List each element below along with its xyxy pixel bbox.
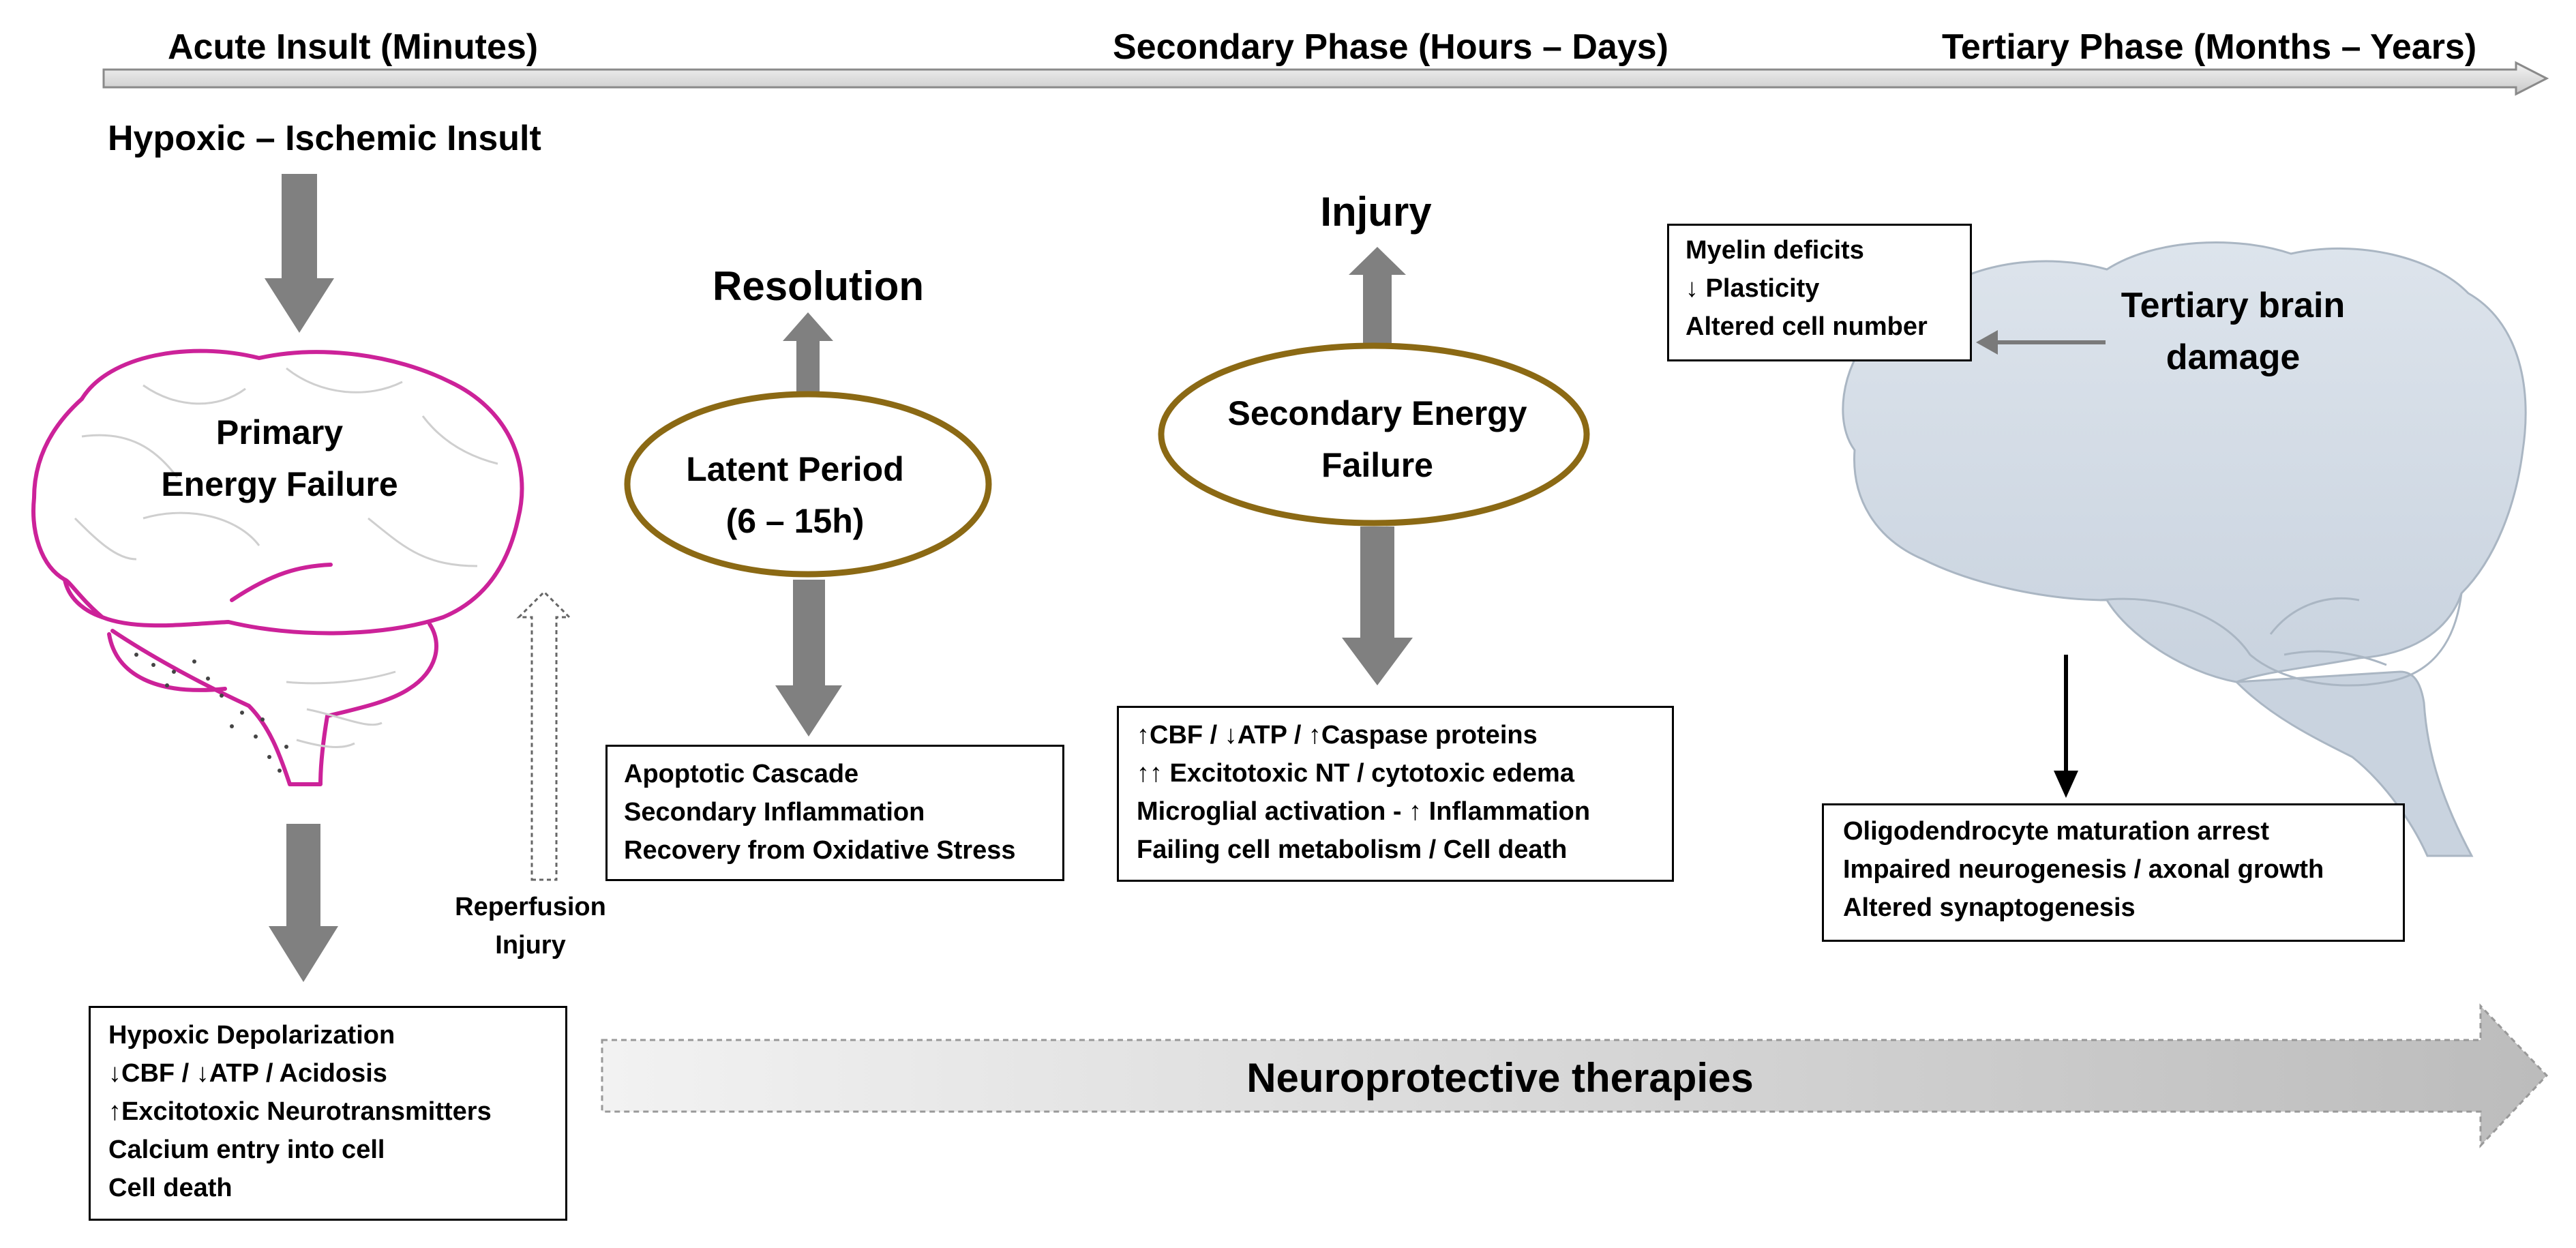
therapies-arrow (601, 1003, 2549, 1148)
primary-failure-line2: Energy Failure (161, 465, 398, 503)
myelin-effects-box: Myelin deficits ↓ Plasticity Altered cel… (1667, 224, 1972, 361)
latent-period-label: Latent Period (6 – 15h) (686, 443, 903, 547)
tertiary-effect-item: Impaired neurogenesis / axonal growth (1843, 855, 2324, 884)
timeline-secondary-label: Secondary Phase (Hours – Days) (1113, 27, 1668, 67)
primary-failure-label: Primary Energy Failure (161, 406, 398, 510)
secondary-effects-box: ↑CBF / ↓ATP / ↑Caspase proteins ↑↑ Excit… (1117, 706, 1674, 882)
secondary-failure-line2: Failure (1321, 446, 1433, 484)
down-arrow-secondary (1342, 526, 1413, 685)
resolution-label: Resolution (713, 263, 924, 309)
timeline-arrow (102, 61, 2549, 96)
primary-failure-line1: Primary (215, 413, 344, 451)
primary-brain-gyri (74, 367, 498, 748)
primary-brain-dots (134, 653, 288, 773)
secondary-failure-line1: Secondary Energy (1227, 394, 1527, 432)
myelin-effect-item: Altered cell number (1686, 312, 1928, 341)
reperfusion-arrow (516, 590, 572, 881)
latent-line2: (6 – 15h) (725, 502, 865, 540)
tertiary-brain-label: Tertiary brain damage (2121, 280, 2345, 383)
primary-effect-item: ↓CBF / ↓ATP / Acidosis (108, 1059, 387, 1088)
secondary-effect-item: ↑CBF / ↓ATP / ↑Caspase proteins (1137, 721, 1538, 749)
primary-effect-item: Calcium entry into cell (108, 1135, 385, 1164)
secondary-effect-item: ↑↑ Excitotoxic NT / cytotoxic edema (1137, 759, 1574, 788)
timeline-acute-label: Acute Insult (Minutes) (168, 27, 539, 67)
primary-effect-item: Cell death (108, 1174, 233, 1202)
tertiary-effect-item: Altered synaptogenesis (1843, 893, 2136, 922)
insult-title: Hypoxic – Ischemic Insult (108, 119, 541, 158)
tertiary-effects-box: Oligodendrocyte maturation arrest Impair… (1822, 803, 2405, 942)
up-arrow-injury (1349, 247, 1406, 344)
primary-brain-icon (31, 348, 524, 786)
secondary-failure-label: Secondary Energy Failure (1227, 387, 1527, 491)
injury-label: Injury (1320, 189, 1432, 235)
myelin-effect-item: ↓ Plasticity (1686, 274, 1820, 303)
secondary-effect-item: Microglial activation - ↑ Inflammation (1137, 797, 1591, 826)
tertiary-brain-line1: Tertiary brain (2121, 286, 2346, 325)
primary-effect-item: Hypoxic Depolarization (108, 1021, 395, 1050)
arrow-to-myelin-head (1976, 330, 1998, 355)
up-arrow-resolution (783, 312, 833, 392)
therapies-label: Neuroprotective therapies (1246, 1055, 1754, 1101)
latent-effects-box: Apoptotic Cascade Secondary Inflammation… (605, 745, 1064, 881)
latent-line1: Latent Period (686, 450, 904, 488)
tertiary-brain-line2: damage (2166, 338, 2301, 377)
timeline-tertiary-label: Tertiary Phase (Months – Years) (1942, 27, 2477, 67)
latent-effect-item: Recovery from Oxidative Stress (624, 836, 1016, 865)
primary-brain-fissure (230, 563, 333, 602)
reperfusion-line2: Injury (495, 931, 566, 960)
secondary-oval (1158, 342, 1590, 526)
primary-effect-item: ↑Excitotoxic Neurotransmitters (108, 1097, 492, 1126)
latent-effect-item: Secondary Inflammation (624, 798, 925, 827)
tertiary-effect-item: Oligodendrocyte maturation arrest (1843, 817, 2270, 846)
reperfusion-line1: Reperfusion (455, 893, 606, 921)
tertiary-brain-icon (1842, 241, 2527, 857)
secondary-effect-item: Failing cell metabolism / Cell death (1137, 835, 1568, 864)
down-arrow-insult (265, 174, 334, 333)
latent-effect-item: Apoptotic Cascade (624, 760, 859, 788)
arrow-to-tertiary-box-head (2054, 771, 2078, 798)
latent-oval (624, 391, 992, 578)
myelin-effect-item: Myelin deficits (1686, 236, 1864, 265)
reperfusion-label: Reperfusion Injury (455, 888, 606, 964)
down-arrow-primary (269, 824, 338, 982)
down-arrow-latent (775, 580, 842, 737)
primary-effects-box: Hypoxic Depolarization ↓CBF / ↓ATP / Aci… (89, 1006, 567, 1221)
